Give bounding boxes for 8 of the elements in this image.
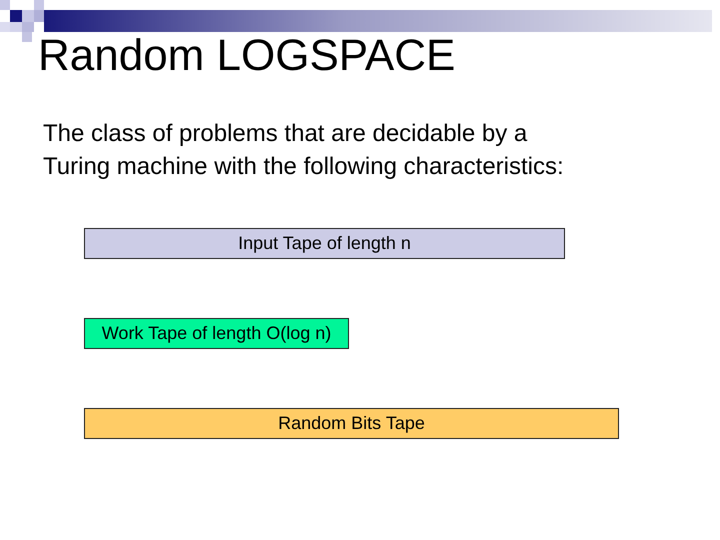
tape-label: Input Tape of length n (238, 233, 411, 254)
tape-label: Random Bits Tape (278, 413, 425, 434)
tape-box (84, 318, 349, 349)
tape-box (84, 408, 619, 439)
tape-label: Work Tape of length O(log n) (102, 323, 332, 344)
tape-box (84, 228, 565, 259)
intro-paragraph: The class of problems that are decidable by a Turing machine with the following characteristics: (43, 119, 565, 182)
slide-title: Random LOGSPACE (38, 30, 456, 82)
